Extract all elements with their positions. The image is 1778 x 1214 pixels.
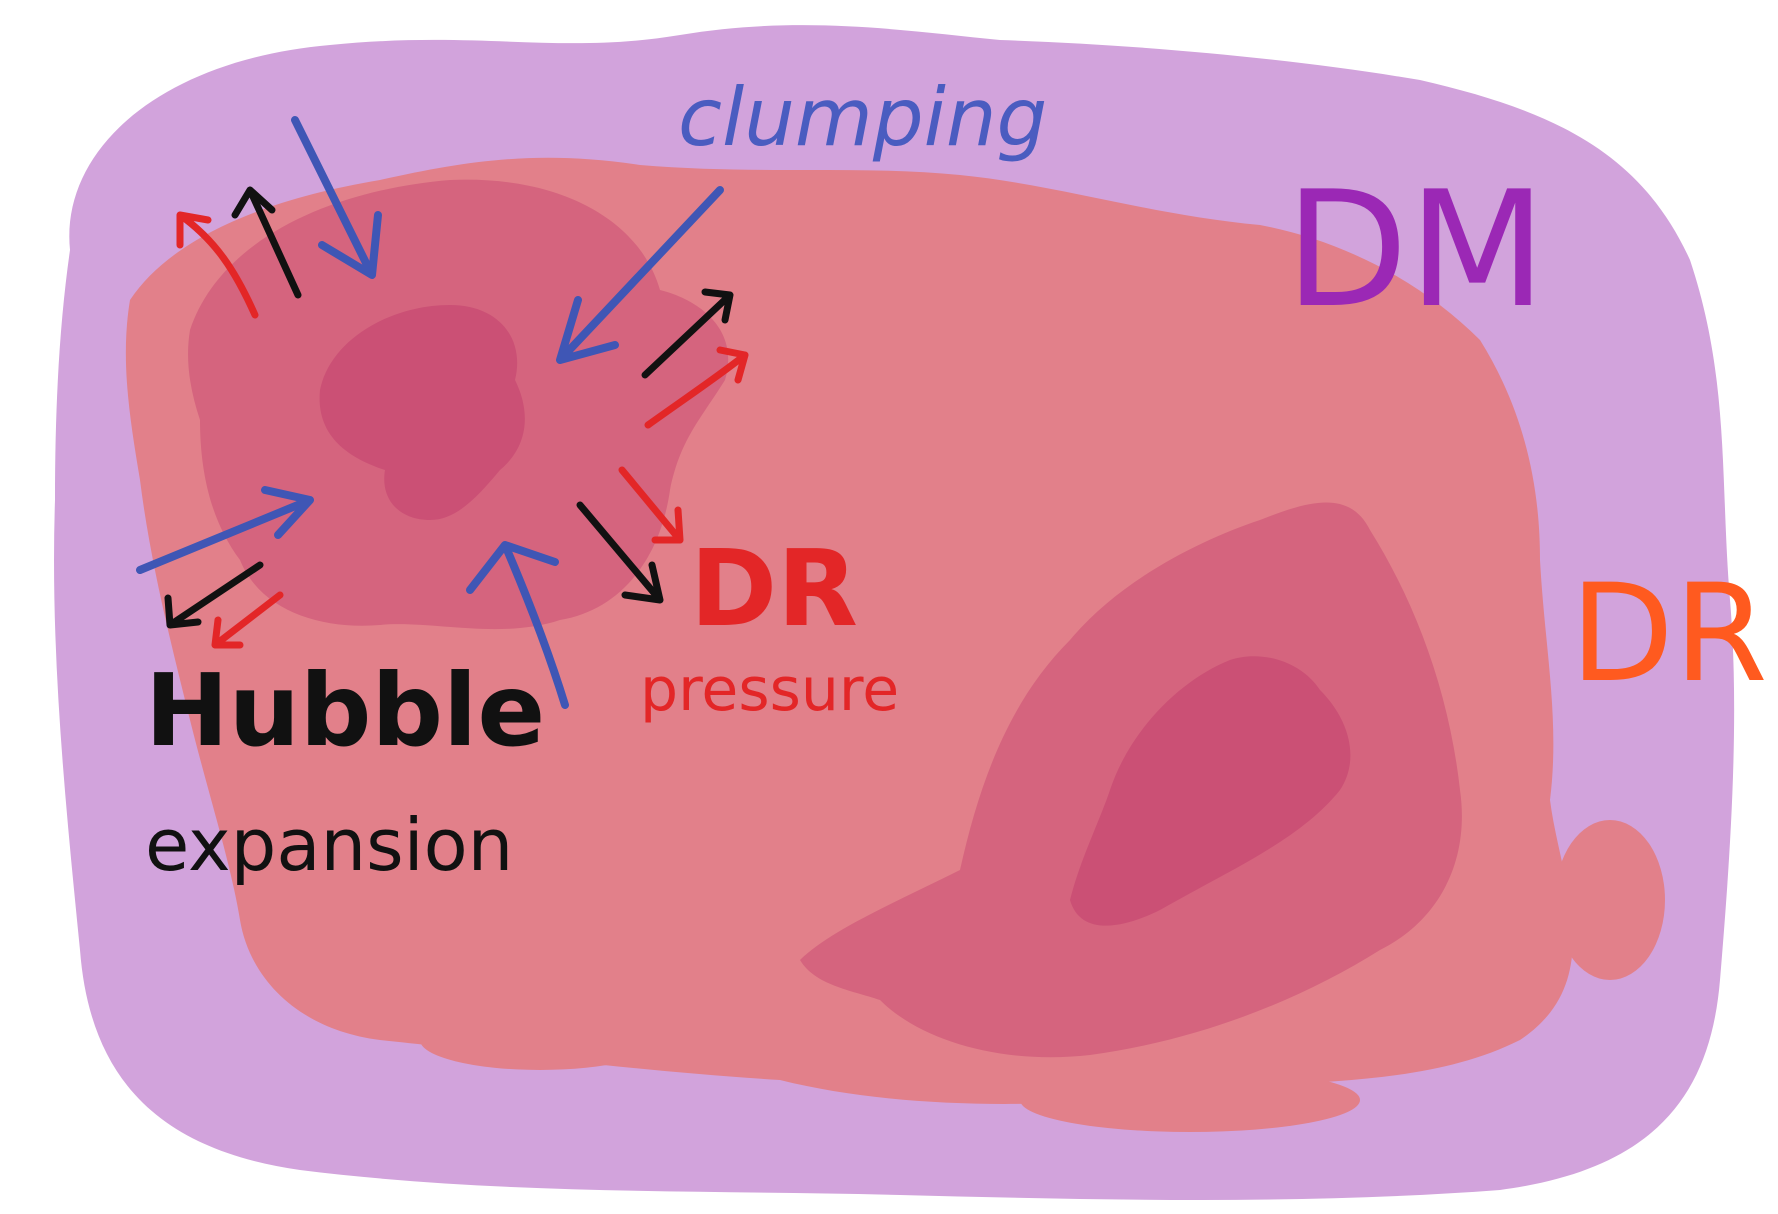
dr-fluid-bump: [420, 1010, 660, 1070]
label-expansion: expansion: [145, 803, 513, 887]
dr-fluid-bump: [1020, 1068, 1360, 1132]
label-pressure: pressure: [640, 655, 899, 725]
dr-fluid-bump: [1555, 820, 1665, 980]
label-dr-center: DR: [690, 528, 858, 650]
label-dm: DM: [1285, 156, 1546, 343]
label-hubble: Hubble: [145, 652, 545, 769]
label-clumping: clumping: [678, 71, 1047, 164]
label-dr-right: DR: [1570, 555, 1768, 712]
